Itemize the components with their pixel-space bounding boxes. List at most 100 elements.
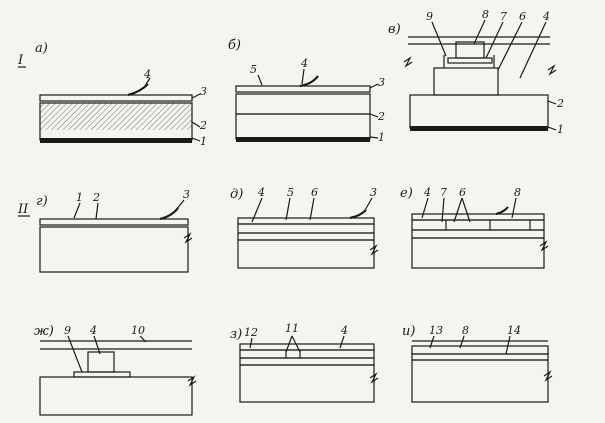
panel-d: д) 4 5 6 3 (230, 186, 379, 269)
panel-b-leader-1 (369, 136, 379, 139)
panel-z-num-12: 12 (244, 326, 258, 339)
panel-a-leader-3 (191, 93, 201, 99)
panel-zh: ж) 9 4 10 (34, 324, 197, 416)
panel-zh-pad (73, 371, 131, 378)
panel-a-leader-2 (191, 121, 201, 128)
panel-v-leader-2 (547, 100, 557, 105)
panel-v-num-7: 7 (500, 10, 507, 23)
panel-z-slab (239, 364, 375, 403)
panel-v-pad (447, 57, 493, 64)
panel-b-num-1: 1 (378, 131, 385, 144)
panel-b-num-4: 4 (300, 57, 308, 70)
panel-z-underlay (239, 357, 375, 366)
panel-d-letter: д) (230, 187, 243, 202)
panel-g-covering (39, 218, 189, 226)
panel-g-num-3: 3 (183, 188, 190, 201)
panel-v-leader-8 (473, 19, 486, 45)
panel-a-num-3: 3 (200, 85, 207, 98)
panel-e-num-6: 6 (459, 186, 466, 199)
panel-b-letter: б) (228, 38, 241, 53)
panel-g-peel-edge (159, 207, 179, 221)
panel-zh-leader-4 (93, 335, 101, 355)
panel-v-num-2: 2 (556, 97, 564, 110)
panel-zh-break (187, 375, 197, 387)
panel-v-break-left (403, 56, 413, 68)
panel-zh-joist (87, 351, 115, 373)
panel-z-covering (239, 343, 375, 351)
panel-z: з) 12 11 4 (230, 322, 379, 403)
panel-z-letter: з) (230, 327, 242, 342)
panel-z-leader-12 (249, 337, 253, 349)
panel-d-num-5: 5 (287, 186, 294, 199)
panel-b-leader-4 (301, 68, 305, 85)
panel-b-leader-5 (257, 74, 263, 86)
panel-i: и) 13 8 14 (402, 324, 553, 403)
panel-d-board (237, 223, 375, 234)
panel-a: а) 4 3 2 1 (35, 41, 207, 148)
panel-e-covering (411, 213, 545, 221)
panel-v-leader-9 (431, 21, 447, 57)
panel-b-covering (235, 85, 371, 93)
panel-d-num-3: 3 (370, 186, 377, 199)
panel-i-num-8: 8 (462, 324, 469, 337)
panel-v: в) 9 8 7 6 4 2 1 (388, 8, 564, 136)
panel-d-leader-6 (309, 197, 315, 221)
panel-e-num-8: 8 (514, 186, 521, 199)
panel-a-covering (39, 94, 193, 102)
panel-zh-leader-9 (67, 335, 83, 373)
panel-v-num-4: 4 (542, 10, 550, 23)
panel-z-break (369, 372, 379, 384)
panel-b-leader-2 (369, 113, 379, 118)
panel-v-leader-7 (485, 21, 504, 59)
panel-zh-num-9: 9 (64, 324, 71, 337)
panel-d-underlay (237, 232, 375, 241)
panel-v-leader-4 (519, 21, 547, 79)
panel-g-letter: г) (36, 194, 48, 209)
panel-a-num-4: 4 (143, 68, 151, 81)
panel-d-leader-4 (251, 197, 263, 223)
panel-e: е) 4 7 6 8 (400, 186, 549, 269)
panel-zh-letter: ж) (34, 324, 54, 339)
panel-e-num-4: 4 (423, 186, 431, 199)
panel-i-break (543, 370, 553, 382)
panel-g-break (183, 232, 193, 244)
panel-a-peel-edge (127, 83, 149, 97)
panel-b-slab (235, 113, 371, 140)
panel-g-leader-1 (73, 202, 81, 219)
panel-g-num-2: 2 (92, 191, 100, 204)
panel-b-screed (235, 93, 371, 115)
panel-b-num-3: 3 (378, 76, 385, 89)
panel-z-leader-11b (291, 335, 301, 353)
panel-a-leader-1 (191, 137, 201, 142)
panel-e-peel-edge (495, 206, 509, 216)
panel-e-leader-7 (441, 197, 445, 223)
panel-i-num-13: 13 (429, 324, 443, 337)
panel-v-num-8: 8 (482, 8, 489, 21)
panel-b-ground (236, 137, 370, 142)
panel-d-break (369, 244, 379, 256)
panel-a-num-2: 2 (199, 119, 207, 132)
group-label-1: I (17, 53, 24, 68)
panel-d-num-4: 4 (257, 186, 265, 199)
panel-g-slab (39, 226, 189, 273)
panel-v-num-9: 9 (426, 10, 433, 23)
panel-z-leader-4 (339, 335, 345, 349)
panel-i-layer-mid (411, 353, 549, 361)
panel-i-slab (411, 359, 549, 403)
group-label-2: II (17, 202, 29, 217)
panel-v-leader-1 (547, 126, 557, 131)
panel-v-num-1: 1 (557, 123, 564, 136)
panel-v-letter: в) (388, 22, 401, 37)
panel-z-board (239, 349, 375, 359)
panel-z-num-11: 11 (285, 322, 299, 335)
panel-a-leader-4 (144, 77, 151, 87)
panel-e-slab (411, 237, 545, 269)
panel-g-leader-2 (95, 202, 99, 220)
panel-e-leader-6a (453, 197, 463, 223)
panel-d-covering (237, 217, 375, 225)
panel-e-leader-4 (421, 197, 429, 219)
panel-i-layer-dotted (411, 345, 549, 355)
panel-e-num-7: 7 (440, 186, 447, 199)
panel-d-slab (237, 239, 375, 269)
